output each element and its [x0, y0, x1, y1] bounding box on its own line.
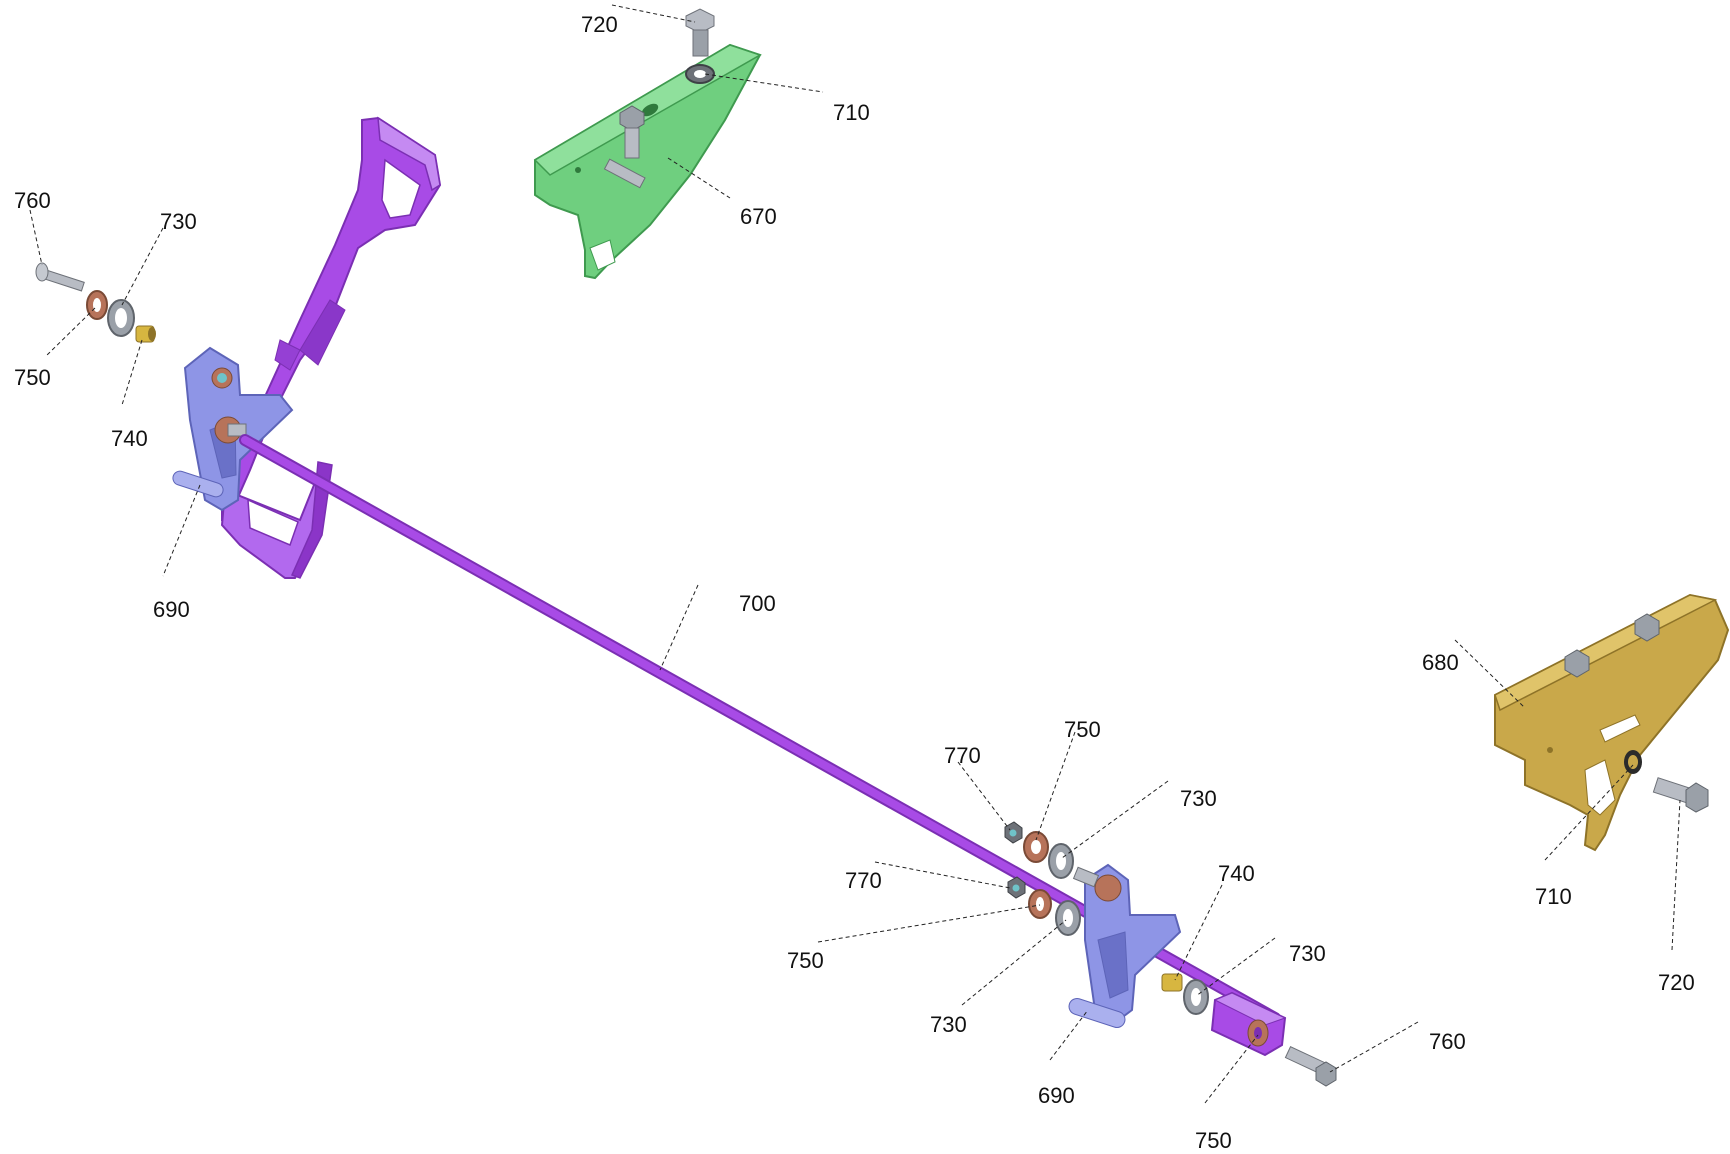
pedal-arm	[220, 116, 442, 579]
bracket-680	[1494, 593, 1730, 852]
callout-730-left: 730	[160, 209, 197, 234]
callout-720-right: 720	[1658, 970, 1695, 995]
callout-710-right: 710	[1535, 884, 1572, 909]
callout-730-right: 730	[1289, 941, 1326, 966]
nut-770-upper	[1004, 821, 1023, 844]
washer-710-top	[685, 64, 715, 84]
callout-720-top: 720	[581, 12, 618, 37]
callout-700: 700	[739, 591, 776, 616]
callout-730-upper: 730	[1180, 786, 1217, 811]
callout-750-bottom: 750	[1195, 1128, 1232, 1153]
callout-750-lower: 750	[787, 948, 824, 973]
callout-760-left: 760	[14, 188, 51, 213]
callout-670: 670	[740, 204, 777, 229]
nut-770-lower	[1007, 876, 1026, 899]
right-lever-plate	[1068, 863, 1182, 1028]
callout-690-right: 690	[1038, 1083, 1075, 1108]
callout-750-left: 750	[14, 365, 51, 390]
left-hardware-stack	[35, 262, 156, 343]
callout-680: 680	[1422, 650, 1459, 675]
bolt-720-top	[685, 8, 715, 57]
callout-740-left: 740	[111, 426, 148, 451]
callout-690-left: 690	[153, 597, 190, 622]
bolt-760-right	[1284, 1046, 1337, 1087]
callout-770-upper: 770	[944, 743, 981, 768]
bracket-670	[533, 43, 762, 280]
rod-end-block	[1210, 991, 1287, 1057]
callout-760-right: 760	[1429, 1029, 1466, 1054]
bolt-760-left	[35, 262, 85, 292]
bushing-740-right	[1161, 973, 1183, 992]
callout-770-lower: 770	[845, 868, 882, 893]
right-hardware	[1004, 821, 1337, 1087]
left-lever-plate	[172, 346, 294, 512]
bolt-720-right	[1652, 777, 1709, 813]
bushing-740-left	[135, 325, 156, 343]
leader-lines	[29, 4, 1681, 1104]
callout-750-upper: 750	[1064, 717, 1101, 742]
callout-710-top: 710	[833, 100, 870, 125]
callout-730-lower: 730	[930, 1012, 967, 1037]
callout-labels: 720 710 670 760 730 750 740 690 700 680 …	[14, 12, 1695, 1153]
callout-740-right: 740	[1218, 861, 1255, 886]
